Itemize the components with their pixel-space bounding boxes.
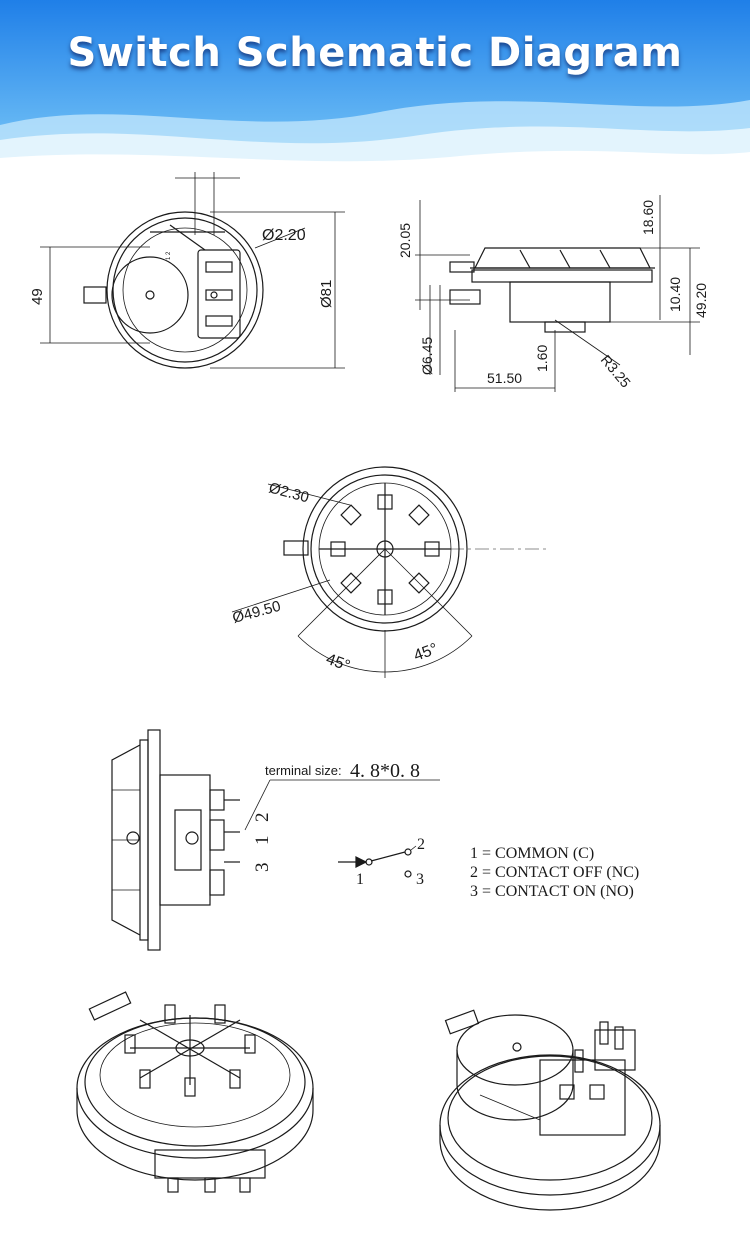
legend-item-common: 1 = COMMON (C)	[470, 845, 594, 862]
switch-pin-3: 3	[416, 871, 424, 888]
front-hole-dia-label: Ø2.20	[262, 227, 306, 244]
bottom-view	[231, 466, 548, 678]
switch-symbol	[338, 845, 417, 878]
terminal-view	[111, 729, 440, 951]
side-dim-r325: R3.25	[598, 352, 634, 391]
side-dim-160: 1.60	[534, 345, 550, 372]
terminal-size-value: 4. 8*0. 8	[350, 760, 420, 782]
side-dim-2005: 20.05	[397, 223, 413, 258]
bottom-body-dia-label: Ø49.50	[231, 598, 283, 627]
legend-item-no: 3 = CONTACT ON (NO)	[470, 883, 634, 900]
bottom-angle-left: 45°	[324, 651, 353, 675]
isometric-view-left	[76, 991, 314, 1193]
legend-item-nc: 2 = CONTACT OFF (NC)	[470, 864, 639, 881]
page-title: Switch Schematic Diagram	[67, 30, 683, 76]
front-outer-dia-label: Ø81	[318, 280, 335, 308]
svg-text:1 2: 1 2	[166, 251, 172, 260]
front-height-label: 49	[29, 288, 46, 305]
front-view: 1 2	[40, 172, 345, 369]
switch-pin-2: 2	[417, 836, 425, 853]
switch-pin-1: 1	[356, 871, 364, 888]
side-dim-1860: 18.60	[640, 200, 656, 235]
side-dim-5150: 51.50	[487, 370, 522, 386]
isometric-view-right	[439, 1009, 661, 1211]
side-view	[415, 195, 700, 392]
bottom-hole-dia-label: Ø2.30	[267, 479, 311, 506]
side-dim-645: Ø6.45	[419, 337, 435, 375]
side-dim-1040: 10.40	[667, 277, 683, 312]
banner-background	[0, 0, 750, 170]
header-banner: Switch Schematic Diagram	[0, 0, 750, 170]
terminal-pin-3: 3	[252, 863, 273, 873]
side-dim-4920: 49.20	[693, 283, 709, 318]
terminal-size-label: terminal size:	[265, 763, 342, 778]
terminal-pin-2: 2	[252, 813, 273, 823]
terminal-pin-1: 1	[252, 836, 273, 846]
